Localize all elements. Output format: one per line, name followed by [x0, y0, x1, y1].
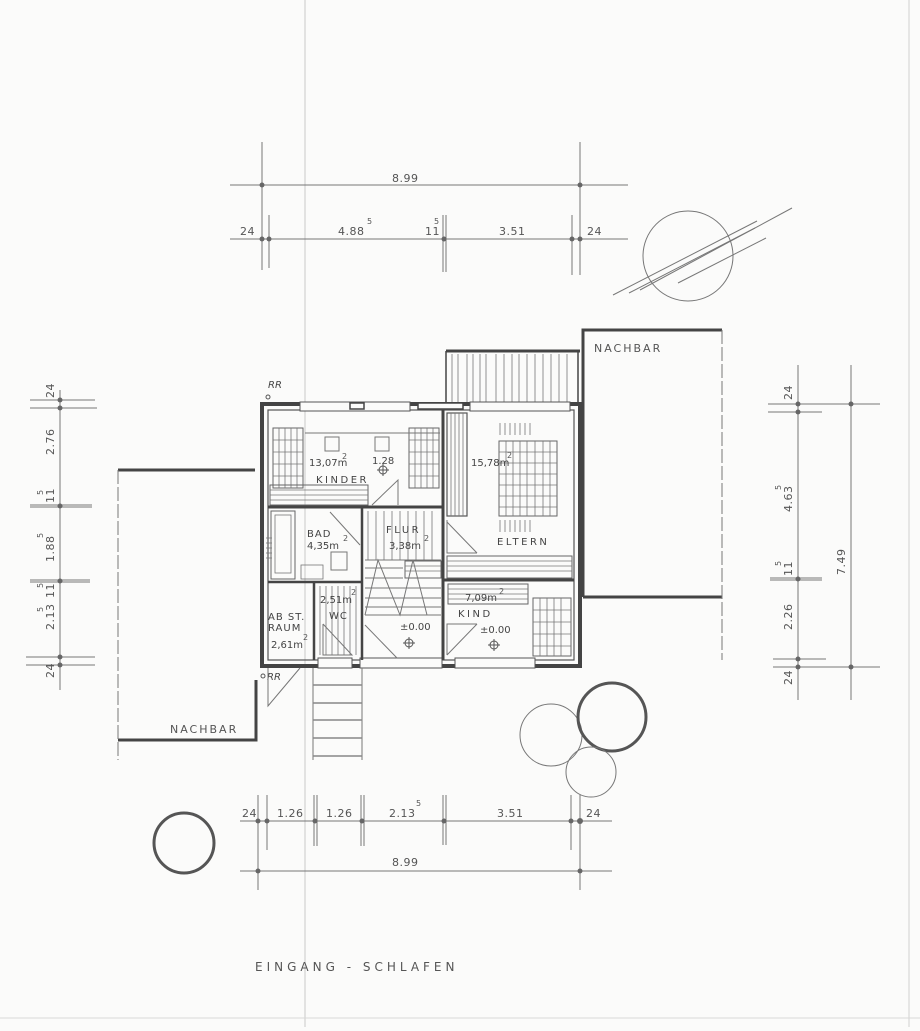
- room-name-kind: KIND: [458, 609, 493, 620]
- tree-group-bottom-right: [519, 681, 648, 798]
- svg-text:24: 24: [782, 385, 795, 400]
- balcony: [445, 349, 580, 404]
- room-kind: 7,09m 2 KIND ±0.00: [446, 583, 572, 657]
- room-name-eltern: ELTERN: [497, 537, 549, 548]
- window-height-label: 1.28: [372, 456, 394, 467]
- svg-text:5: 5: [36, 490, 45, 495]
- svg-text:3.51: 3.51: [497, 807, 524, 820]
- level-flur: ±0.00: [400, 622, 431, 633]
- svg-text:24: 24: [44, 663, 57, 678]
- room-name-kinder: KINDER: [316, 475, 369, 486]
- svg-text:2: 2: [343, 534, 348, 543]
- tree-bottom-left: [152, 811, 216, 875]
- neighbor-plot-left: NACHBAR: [117, 468, 258, 760]
- rr-label-top: RR: [268, 380, 282, 391]
- svg-text:2: 2: [351, 588, 356, 597]
- svg-text:24: 24: [782, 670, 795, 685]
- room-area-eltern: 15,78m: [471, 458, 509, 469]
- svg-text:24: 24: [586, 807, 601, 820]
- room-area-flur: 3,38m: [389, 541, 421, 552]
- svg-text:2.13: 2.13: [44, 604, 57, 631]
- svg-text:5: 5: [36, 583, 45, 588]
- dim-top-seg: 11: [425, 225, 440, 238]
- dim-top-seg: 4.88: [338, 225, 365, 238]
- svg-text:5: 5: [416, 799, 421, 808]
- room-area-bad: 4,35m: [307, 541, 339, 552]
- room-name-bad: BAD: [307, 529, 331, 540]
- svg-text:1.26: 1.26: [326, 807, 353, 820]
- svg-text:5: 5: [434, 217, 439, 226]
- room-flur: FLUR 3,38m 2 ±0.00: [364, 511, 442, 659]
- room-kinder: 13,07m 2 1.28 KINDER: [269, 427, 440, 506]
- svg-text:2.13: 2.13: [389, 807, 416, 820]
- svg-text:2.26: 2.26: [782, 604, 795, 631]
- dim-top-seg: 24: [240, 225, 255, 238]
- dim-top-seg: 24: [587, 225, 602, 238]
- dimension-chain-top: 8.99 24 4.88 5 11 5 3.51 24: [230, 142, 628, 275]
- room-area-abstellraum: 2,61m: [271, 640, 303, 651]
- svg-text:5: 5: [36, 607, 45, 612]
- room-bad: BAD 4,35m 2: [266, 510, 361, 580]
- tree-symbol-top-right: [612, 207, 793, 302]
- room-name-abstellraum-line2: RAUM: [268, 623, 301, 634]
- room-eltern: 15,78m 2 ELTERN: [446, 412, 573, 579]
- interior-walls: [268, 410, 574, 660]
- svg-text:24: 24: [44, 383, 57, 398]
- svg-text:11: 11: [44, 488, 57, 503]
- svg-text:5: 5: [774, 561, 783, 566]
- room-name-wc: WC: [329, 611, 348, 622]
- dim-bottom-overall: 8.99: [392, 856, 419, 869]
- room-area-kind: 7,09m: [465, 593, 497, 604]
- svg-text:4.63: 4.63: [782, 486, 795, 513]
- svg-text:1.88: 1.88: [44, 536, 57, 563]
- svg-text:1.26: 1.26: [277, 807, 304, 820]
- drawing-title: EINGANG - SCHLAFEN: [255, 960, 459, 974]
- svg-text:11: 11: [44, 583, 57, 598]
- dim-top-seg: 3.51: [499, 225, 526, 238]
- rr-label-bottom: RR: [267, 672, 281, 683]
- neighbor-label-left: NACHBAR: [170, 723, 238, 736]
- dim-top-overall: 8.99: [392, 172, 419, 185]
- room-name-flur: FLUR: [386, 525, 421, 536]
- svg-text:2: 2: [507, 451, 512, 460]
- room-wc: 2,51m 2 WC: [319, 586, 357, 656]
- svg-text:11: 11: [782, 561, 795, 576]
- house-outline: [260, 401, 582, 669]
- room-abstellraum: AB ST. RAUM 2,61m 2: [268, 612, 308, 651]
- room-name-abstellraum-line1: AB ST.: [268, 612, 305, 623]
- svg-text:24: 24: [242, 807, 257, 820]
- room-area-kinder: 13,07m: [309, 458, 347, 469]
- dimension-chain-right: 24 4.63 5 11 5 2.26 24 7.49: [768, 365, 880, 700]
- dimension-chain-bottom: 24 1.26 1.26 2.13 5 3.51 24 8.99: [240, 795, 612, 890]
- svg-text:2: 2: [342, 452, 347, 461]
- dimension-chain-left: 24 2.76 11 5 1.88 5 11 5 2.13 5 24: [26, 383, 97, 690]
- dim-right-overall: 7.49: [835, 549, 848, 576]
- room-area-wc: 2,51m: [320, 595, 352, 606]
- neighbor-label-right: NACHBAR: [594, 342, 662, 355]
- svg-text:5: 5: [36, 533, 45, 538]
- rr-markers: RR RR: [260, 380, 301, 708]
- entrance-steps: [312, 668, 363, 760]
- svg-text:2: 2: [424, 534, 429, 543]
- svg-text:5: 5: [774, 485, 783, 490]
- svg-text:2: 2: [303, 633, 308, 642]
- neighbor-plot-right: NACHBAR: [581, 328, 723, 660]
- svg-text:5: 5: [367, 217, 372, 226]
- svg-text:2: 2: [499, 587, 504, 596]
- svg-text:2.76: 2.76: [44, 429, 57, 456]
- level-kind: ±0.00: [480, 625, 511, 636]
